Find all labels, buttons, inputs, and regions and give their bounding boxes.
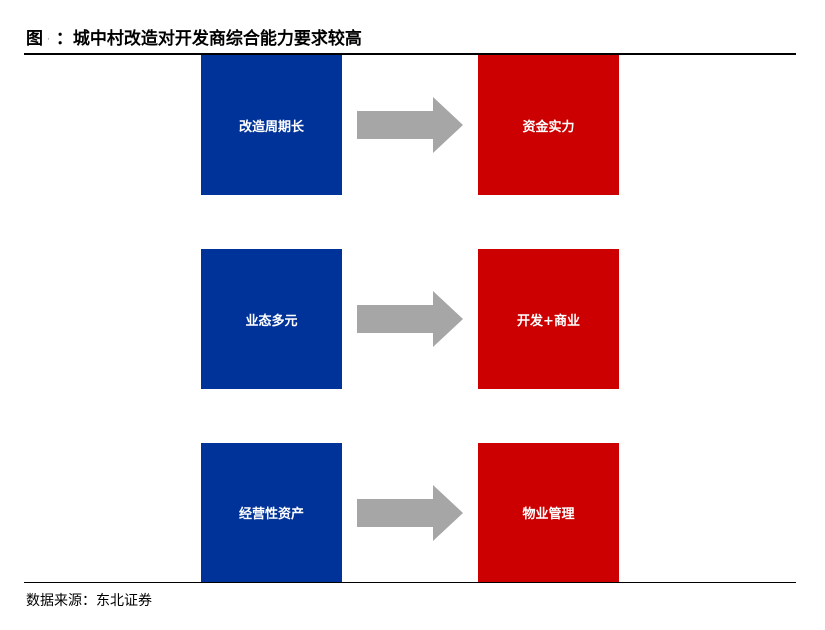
left-box-row-2: 业态多元	[201, 249, 342, 389]
figure-title-text: ：城中村改造对开发商综合能力要求较高	[55, 29, 362, 49]
right-box-row-1: 资金实力	[478, 55, 619, 195]
right-box-label: 开发+商业	[517, 313, 580, 329]
figure-title: 图 · ：城中村改造对开发商综合能力要求较高	[26, 24, 362, 49]
right-arrow-icon	[357, 97, 463, 153]
left-box-label: 经营性资产	[238, 507, 304, 522]
data-source: 数据来源：东北证券	[26, 593, 152, 609]
left-box-label: 改造周期长	[238, 119, 304, 135]
top-rule	[24, 53, 796, 55]
bottom-rule	[24, 582, 796, 583]
left-box-row-3: 经营性资产	[201, 443, 342, 582]
figure-label: 图	[26, 29, 43, 49]
left-box-label: 业态多元	[245, 313, 298, 329]
right-arrow-icon	[357, 485, 463, 541]
left-box-row-1: 改造周期长	[201, 55, 342, 195]
right-box-label: 资金实力	[522, 119, 575, 135]
right-box-row-3: 物业管理	[478, 443, 619, 582]
right-arrow-icon	[357, 291, 463, 347]
figure-number-mark: ·	[47, 34, 50, 45]
right-box-row-2: 开发+商业	[478, 249, 619, 389]
right-box-label: 物业管理	[522, 507, 575, 522]
